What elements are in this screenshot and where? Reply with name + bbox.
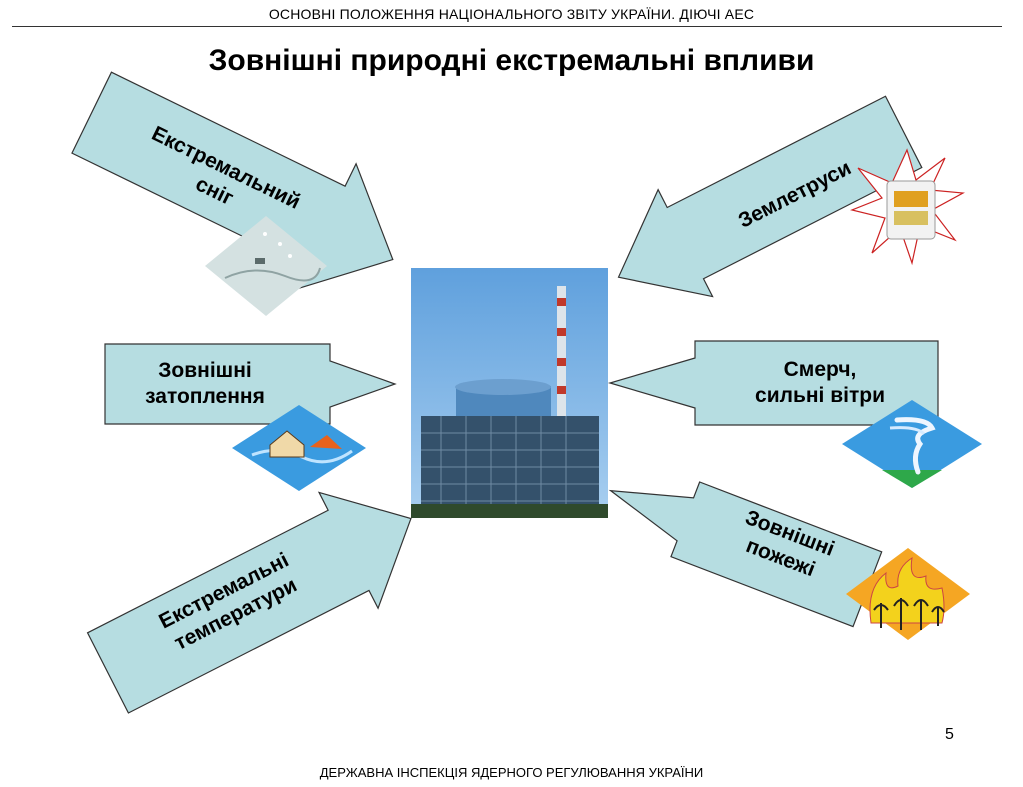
flood-label-line1: Зовнішні <box>158 359 252 382</box>
tornado-label-line2: сильні вітри <box>755 384 885 407</box>
earthquake-icon <box>850 148 966 271</box>
fire-icon <box>846 548 970 645</box>
tornado-icon <box>842 400 982 493</box>
nuclear-plant-photo <box>411 268 608 518</box>
page-number: 5 <box>945 726 954 743</box>
slide-title: Зовнішні природні екстремальні впливи <box>208 44 815 77</box>
header-divider <box>12 26 1002 27</box>
footer-text: ДЕРЖАВНА ІНСПЕКЦІЯ ЯДЕРНОГО РЕГУЛЮВАННЯ … <box>319 765 704 780</box>
flood-label-line2: затоплення <box>145 385 265 408</box>
flood-icon <box>232 405 366 496</box>
header-text: ОСНОВНІ ПОЛОЖЕННЯ НАЦІОНАЛЬНОГО ЗВІТУ УК… <box>268 6 755 22</box>
tornado-label-line1: Смерч, <box>783 358 857 381</box>
snow-icon <box>205 216 327 321</box>
